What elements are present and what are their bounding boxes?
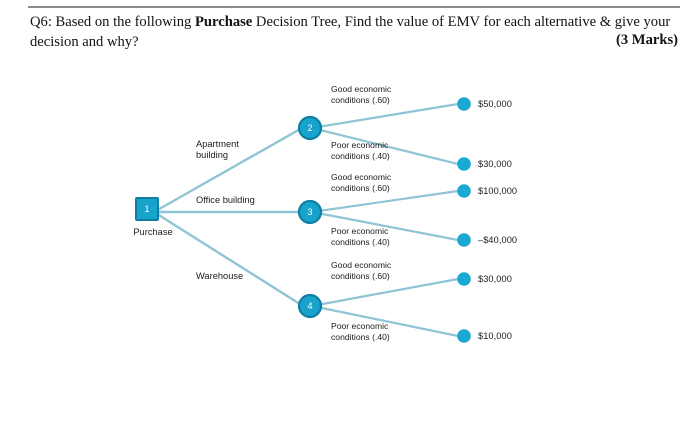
payoff-warehouse-poor: $10,000 (478, 331, 512, 341)
edge-node3-good (310, 189, 460, 214)
state-label-apartment-good: Good economic conditions (.60) (331, 84, 392, 105)
question-keyword-purchase: Purchase (194, 14, 253, 30)
alternative-edges (152, 126, 305, 308)
payoff-apartment-good: $50,000 (478, 99, 512, 109)
edge-node3-poor (310, 210, 460, 242)
state-label-apartment-poor: Poor economic conditions (.40) (331, 140, 390, 161)
marks-label: (3 Marks) (615, 32, 678, 48)
chance-node-2[interactable] (297, 115, 323, 141)
edge-node2-poor (310, 126, 460, 166)
state-label-office-poor: Poor economic conditions (.40) (331, 226, 390, 247)
edge-node4-poor (310, 304, 460, 338)
decision-node-1[interactable] (135, 197, 159, 221)
terminal-node-apartment-poor[interactable] (457, 157, 471, 171)
outcome-edges-node3 (310, 189, 460, 242)
payoff-apartment-poor: $30,000 (478, 159, 512, 169)
terminal-node-warehouse-good[interactable] (457, 272, 471, 286)
terminal-nodes (457, 97, 471, 343)
decision-tree-canvas (135, 97, 471, 343)
terminal-node-office-good[interactable] (457, 184, 471, 198)
alternative-label-office: Office building (196, 195, 255, 205)
state-label-warehouse-good: Good economic conditions (.60) (331, 260, 392, 281)
terminal-node-apartment-good[interactable] (457, 97, 471, 111)
payoff-office-poor: –$40,000 (478, 235, 518, 245)
header-divider (28, 6, 680, 8)
edge-root-to-node4 (152, 210, 305, 308)
root-node-label: Purchase (133, 227, 173, 237)
state-label-warehouse-poor: Poor economic conditions (.40) (331, 321, 390, 342)
payoff-warehouse-good: $30,000 (478, 274, 512, 284)
edge-root-to-node2 (152, 126, 304, 214)
alternative-label-warehouse: Warehouse (196, 271, 244, 281)
payoff-office-good: $100,000 (478, 186, 518, 196)
edge-node4-good (310, 277, 460, 308)
alternative-label-apartment: Apartment building (196, 139, 239, 161)
terminal-node-warehouse-poor[interactable] (457, 329, 471, 343)
chance-node-4[interactable] (297, 293, 323, 319)
outcome-edges-node4 (310, 277, 460, 338)
outcome-edges-node2 (310, 102, 460, 166)
terminal-node-office-poor[interactable] (457, 233, 471, 247)
state-label-office-good: Good economic conditions (.60) (331, 172, 392, 193)
question-text-part-1: Q6: Based on the following (30, 14, 195, 30)
question-text-part-2: Decision Tree, Find the value of EMV for… (30, 14, 671, 50)
question-text: Q6: Based on the following Purchase Deci… (30, 12, 678, 52)
decision-tree-diagram: 1 2 3 4 Purchase Apartment building Offi… (0, 66, 700, 424)
edge-node2-good (310, 102, 460, 130)
chance-node-3[interactable] (297, 199, 323, 225)
